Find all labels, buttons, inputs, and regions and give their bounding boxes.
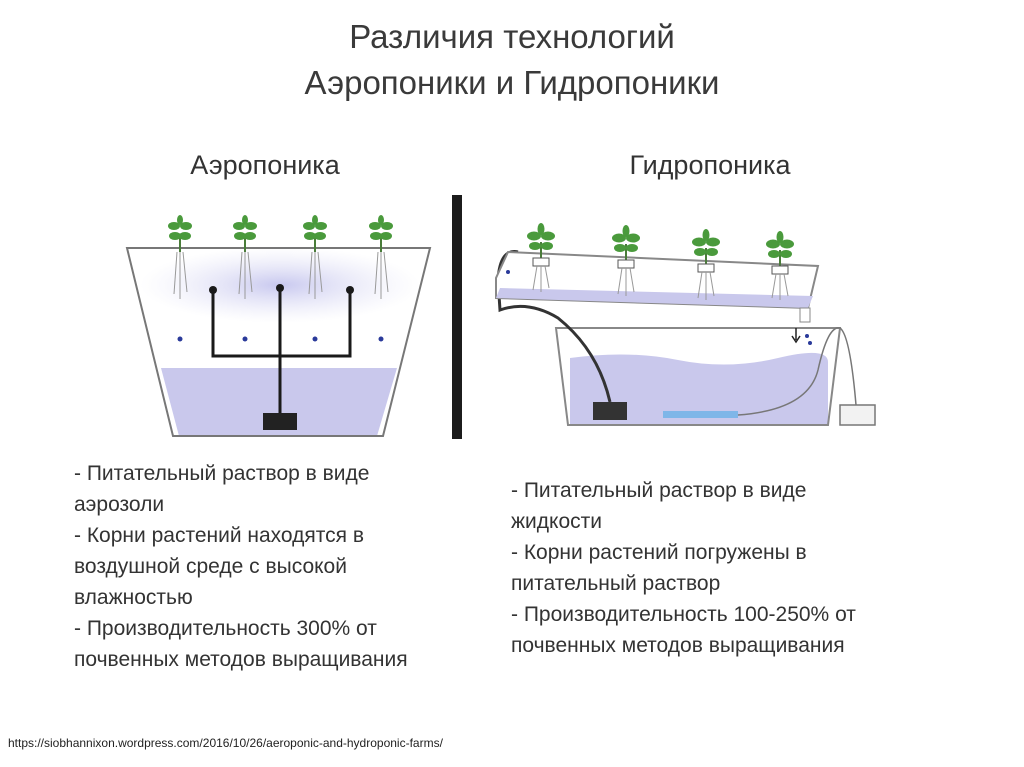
hydroponics-heading: Гидропоника [629, 150, 791, 180]
drop [805, 334, 809, 338]
description-line: - Питательный раствор в виде [74, 462, 370, 485]
air-stone [663, 411, 738, 418]
description-line: питательный раствор [511, 572, 721, 595]
column-divider [452, 195, 462, 439]
channel-solution [496, 288, 813, 308]
description-line: жидкости [511, 510, 602, 533]
description-line: - Питательный раствор в виде [511, 479, 807, 502]
pump [593, 402, 627, 420]
spray-pipe [211, 288, 352, 415]
aeroponics-description: - Питательный раствор в виде аэрозоли - … [74, 458, 408, 675]
air-pump [839, 404, 876, 426]
drain-outlet [799, 307, 811, 323]
description-line: аэрозоли [74, 493, 165, 516]
description-line: влажностью [74, 586, 193, 609]
description-line: - Корни растений находятся в [74, 524, 365, 547]
description-line: - Корни растений погружены в [511, 541, 807, 564]
pump [263, 413, 297, 430]
plant [527, 223, 794, 300]
hydroponics-description: - Питательный раствор в виде жидкости - … [511, 475, 856, 661]
aeroponics-diagram [125, 215, 432, 437]
supply-pipe [496, 250, 612, 403]
title-line-1: Различия технологий [349, 18, 675, 55]
drop [808, 341, 812, 345]
drop [506, 270, 510, 274]
spray-nozzle [276, 284, 284, 292]
description-line: - Производительность 100-250% от [511, 603, 856, 626]
reservoir-tank [554, 327, 842, 426]
plant [168, 215, 393, 342]
page-title: Различия технологий Аэропоники и Гидропо… [0, 14, 1024, 106]
air-tube [737, 327, 857, 416]
spray-nozzle [346, 286, 354, 294]
description-line: воздушной среде с высокой [74, 555, 347, 578]
aeroponics-heading: Аэропоника [190, 150, 340, 180]
reservoir-solution [570, 352, 828, 425]
description-line: - Производительность 300% от [74, 617, 377, 640]
source-link[interactable]: https://siobhannixon.wordpress.com/2016/… [8, 736, 443, 750]
spray-nozzle [209, 286, 217, 294]
title-line-2: Аэропоники и Гидропоники [304, 64, 720, 101]
description-line: почвенных методов выращивания [511, 634, 845, 657]
flow-arrow-icon [791, 328, 801, 344]
hydroponics-diagram [495, 223, 876, 426]
description-line: почвенных методов выращивания [74, 648, 408, 671]
aeroponics-tank [125, 247, 432, 437]
